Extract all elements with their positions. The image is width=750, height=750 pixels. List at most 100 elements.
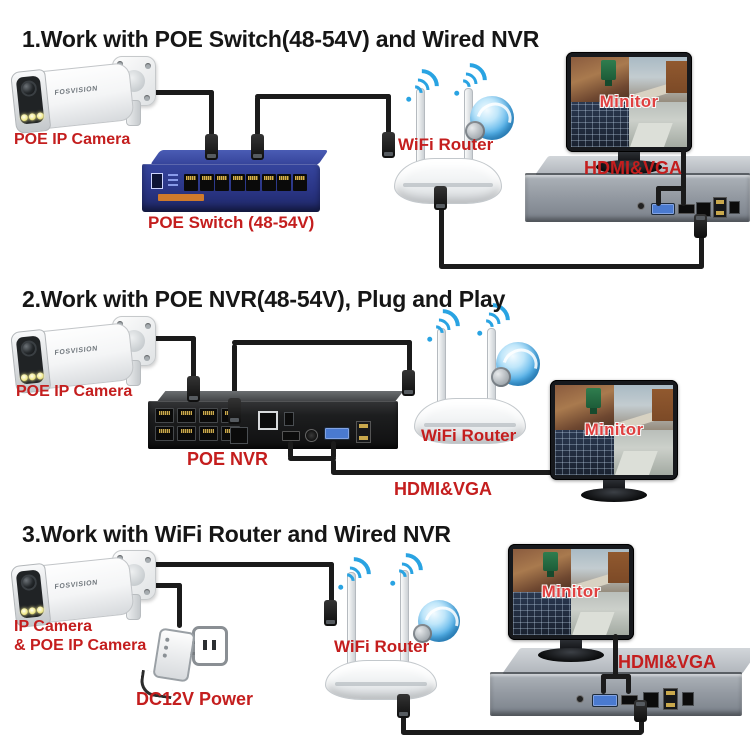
router2-label: WiFi Router [421, 426, 517, 445]
camera2-label: POE IP Camera [16, 383, 133, 400]
nvr-front-face [525, 175, 750, 222]
poe-ip-camera-3: FOSVISION [10, 550, 156, 634]
wifi-signal-icon [418, 302, 467, 351]
wired-nvr-1 [525, 156, 750, 222]
wifi-signal-icon [397, 62, 446, 111]
cctv-view-videowall [571, 102, 629, 147]
monitor-screen: Minitor [508, 544, 634, 640]
camera-front-hood [10, 68, 52, 135]
video-label-2: HDMI&VGA [394, 479, 492, 499]
poe-switch [142, 150, 329, 214]
monitor-3: Minitor [508, 544, 634, 662]
camera-lens [20, 339, 38, 358]
camera-face [15, 569, 45, 619]
power-label: DC12V Power [136, 689, 254, 709]
switch-label-strip [158, 194, 204, 201]
wifi-signal-icon [381, 546, 430, 595]
camera-led-array [20, 112, 45, 122]
switch-power-button [151, 173, 163, 189]
cctv-view-street [571, 592, 629, 635]
wifi-router-3 [322, 546, 440, 700]
section-3-title: 3.Work with WiFi Router and Wired NVR [22, 521, 451, 547]
vga-port [651, 203, 675, 215]
switch-rj45-ports [184, 174, 307, 191]
switch-front-face [142, 164, 320, 212]
vga-port [592, 694, 618, 707]
cctv-view-videowall [513, 592, 571, 635]
monitor-label: Minitor [584, 420, 644, 439]
power-port [682, 692, 694, 706]
poe-ip-camera-1: FOSVISION [10, 56, 156, 140]
router1-label: WiFi Router [398, 135, 494, 154]
monitor-stand-base [581, 488, 647, 502]
router-base [325, 660, 437, 700]
hdmi-port [282, 431, 300, 441]
camera-led-array [20, 606, 45, 616]
camera1-label: POE IP Camera [14, 131, 131, 148]
hdmi-port [678, 204, 695, 214]
audio-port [305, 429, 318, 442]
power-port [729, 201, 740, 214]
usb-ports [713, 197, 727, 218]
usb-ports [663, 688, 678, 710]
internet-globe-icon [412, 600, 460, 643]
switch-top-face [150, 150, 329, 165]
section-1-title: 1.Work with POE Switch(48-54V) and Wired… [22, 26, 540, 52]
monitor-label: Minitor [599, 92, 659, 111]
wifi-signal-icon [329, 550, 378, 599]
cctv-view-street [629, 102, 687, 147]
camera-lens [20, 573, 38, 592]
camera-body: FOSVISION [10, 61, 135, 135]
wifi-router-2 [412, 296, 527, 444]
camera3-label-line1: IP Camera [14, 618, 92, 635]
monitor-label: Minitor [541, 582, 601, 602]
camera-lens [20, 79, 38, 98]
camera-brand-text: FOSVISION [54, 579, 98, 591]
switch-label: POE Switch (48-54V) [148, 213, 315, 232]
monitor-screen: Minitor [566, 52, 692, 152]
internet-globe-icon [464, 96, 514, 141]
cctv-view-building [571, 549, 629, 592]
cctv-view-rooftop [555, 385, 614, 430]
cctv-view-videowall [555, 430, 614, 475]
poe-nvr [148, 391, 404, 449]
monitor-stand-base [538, 648, 604, 662]
cctv-view-rooftop [513, 549, 571, 592]
video-label-3: HDMI&VGA [618, 652, 716, 672]
poe-ip-camera-2: FOSVISION [10, 316, 156, 400]
cctv-view-building [614, 385, 673, 430]
section-2-title: 2.Work with POE NVR(48-54V), Plug and Pl… [22, 286, 506, 312]
nvr-vent [284, 412, 294, 426]
camera-face [15, 335, 45, 385]
poe-nvr-label: POE NVR [187, 449, 269, 469]
monitor-screen: Minitor [550, 380, 678, 480]
monitor-stand-base [596, 160, 662, 174]
nvr-power-switch [258, 411, 278, 430]
video-label-1: HDMI&VGA [584, 158, 682, 178]
uplink-port [230, 427, 248, 444]
camera-brand-text: FOSVISION [54, 85, 98, 97]
cctv-view-building [629, 57, 687, 102]
camera3-label-line2: & POE IP Camera [14, 637, 147, 654]
nvr-ir-sensor [637, 202, 645, 210]
wall-outlet [192, 626, 228, 666]
cctv-view-rooftop [571, 57, 629, 102]
camera-led-array [20, 372, 45, 382]
router-base [414, 398, 526, 444]
power-adapter [138, 622, 236, 702]
router3-label: WiFi Router [334, 637, 430, 656]
camera-face [15, 75, 45, 125]
nvr-ir-sensor [576, 695, 584, 703]
camera-body: FOSVISION [10, 555, 135, 629]
switch-led-indicators [168, 174, 178, 188]
monitor-1: Minitor [566, 52, 692, 174]
vga-port [324, 427, 350, 440]
usb-ports [356, 421, 371, 443]
camera-brand-text: FOSVISION [54, 345, 98, 357]
router-base [394, 158, 502, 204]
camera-body: FOSVISION [10, 321, 135, 395]
monitor-2: Minitor [550, 380, 678, 502]
cctv-view-street [614, 430, 673, 475]
nvr-seam [525, 173, 750, 176]
